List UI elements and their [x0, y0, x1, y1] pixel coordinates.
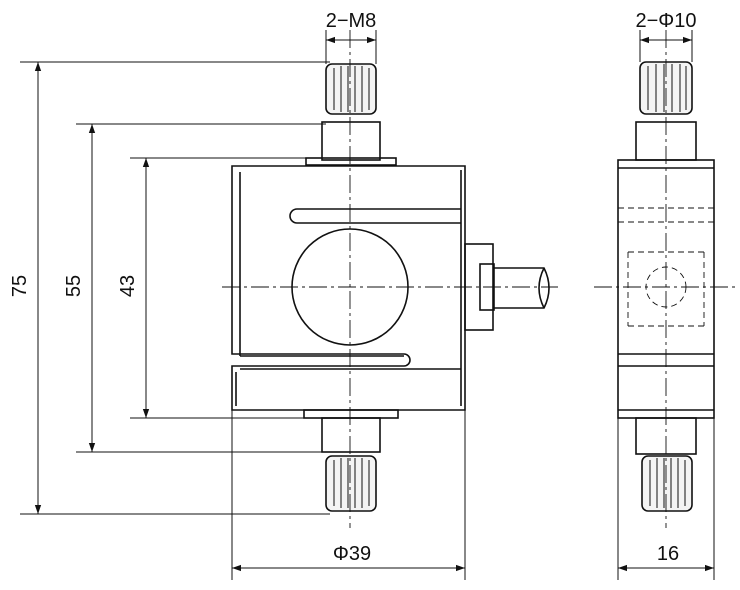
body-height-label: 43 — [117, 275, 139, 297]
thread-spec-label: 2−M8 — [326, 10, 377, 32]
middle-height-label: 55 — [63, 275, 85, 297]
overall-height-label: 75 — [9, 275, 31, 297]
bottom-flange — [303, 409, 399, 419]
front-view — [222, 30, 558, 528]
side-center-lines — [594, 30, 736, 528]
hole-spec-label: 2−Φ10 — [635, 10, 696, 32]
bottom-thread-stud — [325, 455, 377, 512]
bottom-neck — [321, 417, 381, 453]
front-center-lines — [222, 30, 558, 528]
side-view — [594, 30, 736, 528]
top-thread-stud — [325, 63, 377, 115]
top-neck — [321, 121, 381, 161]
front-width-label: Φ39 — [333, 543, 371, 565]
side-bottom-thread-stud — [641, 455, 693, 512]
dimension-lines — [20, 30, 715, 580]
s-body — [231, 165, 466, 411]
top-flange — [305, 157, 397, 166]
side-width-label: 16 — [657, 543, 679, 565]
